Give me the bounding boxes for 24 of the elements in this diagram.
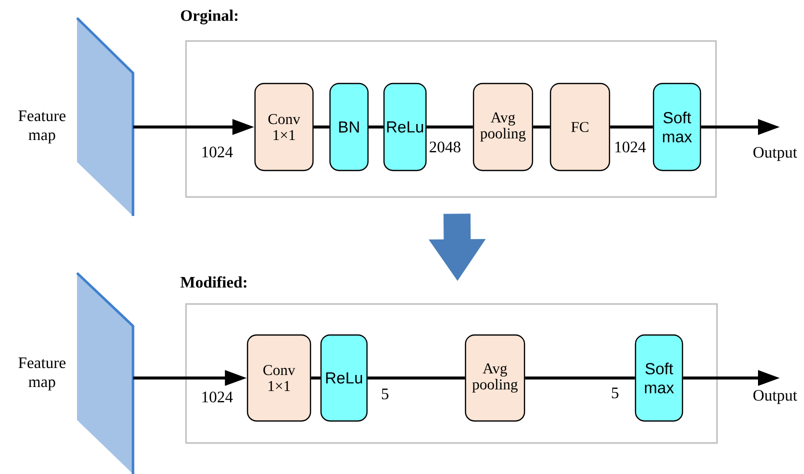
process-box: Conv 1×1 [254,82,314,172]
panel-heading: Modified: [180,276,246,288]
output-label: Output [753,147,798,161]
process-box: Soft max [634,334,684,422]
output-label: Output [753,390,798,404]
edge-label: 2048 [430,142,460,152]
process-box: ReLu [383,82,427,172]
edge-label: 1024 [202,146,233,158]
node-caption: Feature map [18,110,66,144]
edge-label: 1024 [202,392,233,402]
edge-label: 1024 [615,142,646,152]
process-box: FC [550,82,610,172]
process-box: Avg pooling [464,334,526,422]
feature-map-drawing [76,17,134,216]
process-box: Soft max [652,82,702,172]
edge-label: 5 [382,388,388,400]
edge-label: 5 [612,388,618,398]
process-box: ReLu [320,334,368,422]
feature-map-drawing [76,272,134,474]
node-caption: Feature map [18,358,66,390]
process-box: Conv 1×1 [246,334,312,422]
panel-heading: Orginal: [181,10,238,24]
process-box: Avg pooling [472,82,534,172]
process-box: BN [329,82,369,172]
